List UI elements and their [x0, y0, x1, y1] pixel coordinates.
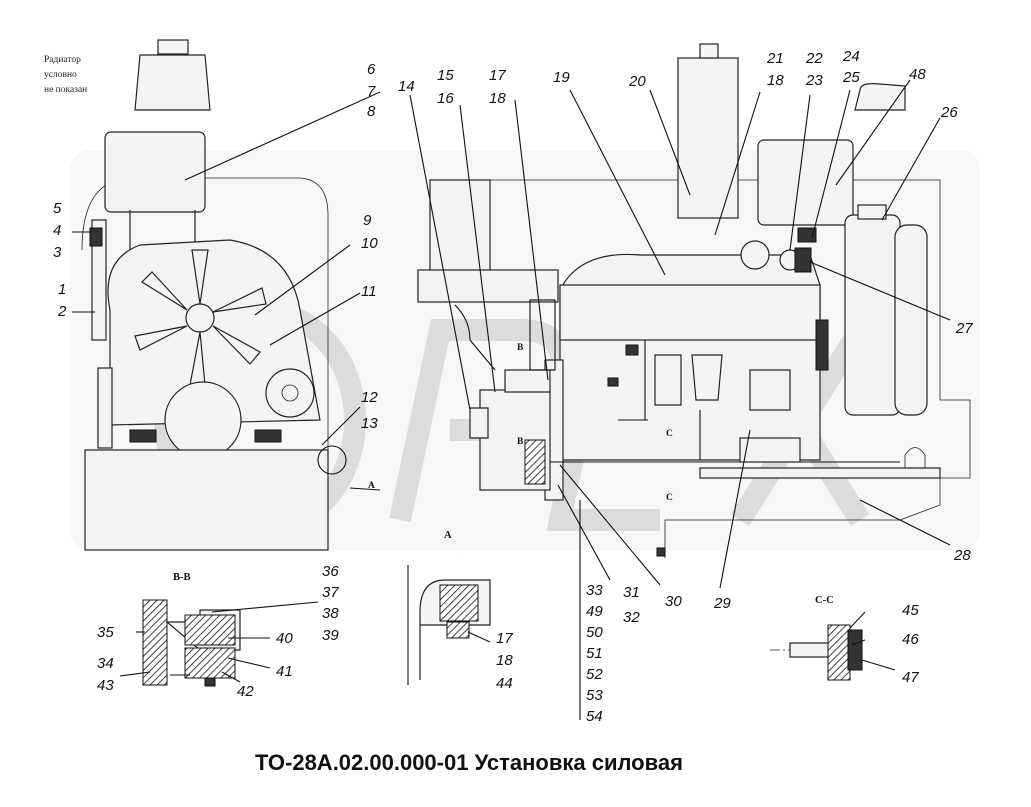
- section-bb-detail: [142, 599, 241, 687]
- callout-46: 46: [902, 631, 919, 648]
- callout-18-lower: 18: [496, 652, 513, 669]
- callout-14: 14: [398, 78, 415, 95]
- callout-24: 24: [842, 48, 860, 65]
- callout-54: 54: [586, 708, 603, 725]
- callout-18-upper: 18: [767, 72, 784, 89]
- marker-c-top: C: [666, 429, 673, 439]
- callout-38: 38: [322, 605, 339, 622]
- callout-18: 18: [489, 90, 506, 107]
- front-view: [81, 39, 347, 551]
- callout-28: 28: [953, 547, 971, 564]
- callout-27: 27: [955, 320, 973, 337]
- callout-44: 44: [496, 675, 513, 692]
- callout-1: 1: [58, 281, 66, 298]
- marker-a: A: [368, 481, 375, 491]
- callout-39: 39: [322, 627, 339, 644]
- callout-22: 22: [805, 50, 823, 67]
- callout-32: 32: [623, 609, 640, 626]
- callout-9: 9: [363, 212, 372, 229]
- callout-12: 12: [361, 389, 378, 406]
- callout-6: 6: [367, 61, 376, 78]
- callout-30: 30: [665, 593, 682, 610]
- callout-52: 52: [586, 666, 603, 683]
- callout-50: 50: [586, 624, 603, 641]
- callout-4: 4: [53, 222, 61, 239]
- callout-23: 23: [805, 72, 823, 89]
- callout-51: 51: [586, 645, 603, 662]
- callout-17-lower: 17: [496, 630, 513, 647]
- callout-47: 47: [902, 669, 919, 686]
- callout-16: 16: [437, 90, 454, 107]
- callout-34: 34: [97, 655, 114, 672]
- callout-7: 7: [367, 83, 376, 100]
- callout-8: 8: [367, 103, 376, 120]
- callout-45: 45: [902, 602, 919, 619]
- callout-37: 37: [322, 584, 339, 601]
- callout-29: 29: [713, 595, 731, 612]
- marker-b-top: B: [517, 343, 524, 353]
- callout-40: 40: [276, 630, 293, 647]
- callout-33: 33: [586, 582, 603, 599]
- callout-35: 35: [97, 624, 114, 641]
- callout-11: 11: [361, 283, 377, 300]
- section-label-cc: C-C: [815, 595, 834, 606]
- callout-17: 17: [489, 67, 506, 84]
- section-label-a: A: [444, 530, 452, 541]
- leader-lines: [72, 79, 951, 720]
- watermark-text: OPEX: [460, 559, 463, 561]
- callout-49: 49: [586, 603, 603, 620]
- callout-3: 3: [53, 244, 62, 261]
- callout-19: 19: [553, 69, 570, 86]
- marker-b-bottom: B: [517, 437, 524, 447]
- callouts: 5 4 3 1 2 6 7 8 9 10 11 12 13 14 15 16 1…: [53, 48, 973, 725]
- callout-48: 48: [909, 66, 926, 83]
- note-line-1: Радиатор: [44, 55, 81, 65]
- callout-25: 25: [842, 69, 860, 86]
- section-cc-detail: [770, 624, 863, 681]
- section-a-detail: [407, 565, 491, 685]
- callout-43: 43: [97, 677, 114, 694]
- callout-36: 36: [322, 563, 339, 580]
- callout-10: 10: [361, 235, 378, 252]
- callout-26: 26: [940, 104, 958, 121]
- callout-20: 20: [628, 73, 646, 90]
- note-line-3: не показан: [44, 85, 87, 95]
- callout-21: 21: [766, 50, 784, 67]
- side-view: [417, 43, 971, 558]
- section-label-bb: B-B: [173, 572, 191, 583]
- callout-5: 5: [53, 200, 62, 217]
- radiator-note: Радиатор условно не показан: [44, 55, 87, 95]
- note-line-2: условно: [44, 70, 77, 80]
- fan: [134, 249, 267, 386]
- callout-15: 15: [437, 67, 454, 84]
- callout-13: 13: [361, 415, 378, 432]
- callout-53: 53: [586, 687, 603, 704]
- callout-31: 31: [623, 584, 640, 601]
- callout-41: 41: [276, 663, 293, 680]
- callout-42: 42: [237, 683, 254, 700]
- marker-c-bottom: C: [666, 493, 673, 503]
- drawing-title: ТО-28А.02.00.000-01 Установка силовая: [255, 750, 683, 775]
- callout-2: 2: [57, 303, 67, 320]
